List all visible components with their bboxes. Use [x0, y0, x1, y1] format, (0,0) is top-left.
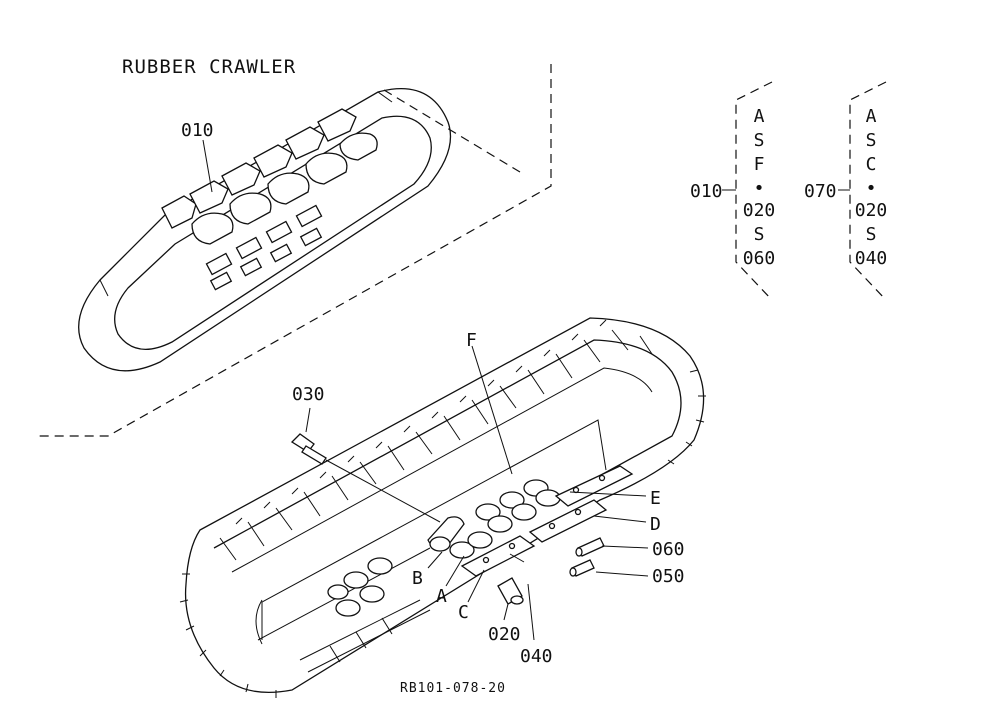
bracket-070-line: 020: [855, 200, 888, 221]
drawing-code: RB101-078-20: [400, 681, 506, 696]
bracket-010-line: A: [754, 106, 765, 127]
separator-line: [35, 64, 552, 437]
callout-d: D: [650, 514, 661, 535]
callout-060: 060: [652, 539, 685, 560]
bracket-070-line: 040: [855, 248, 888, 269]
bracket-070-line: A: [866, 106, 877, 127]
callout-040: 040: [520, 646, 553, 667]
bracket-010-line: S: [754, 224, 765, 245]
bracket-010-line: 020: [743, 200, 776, 221]
callout-010-rubber: 010: [181, 120, 214, 141]
bracket-010-line: 060: [743, 248, 776, 269]
rubber-crawler-illustration: [78, 88, 452, 372]
bracket-010-line: F: [754, 154, 765, 175]
bracket-010-label: 010: [690, 181, 723, 202]
rubber-crawler-title: RUBBER CRAWLER: [122, 56, 296, 78]
leader-lines: [305, 345, 649, 641]
bracket-010-line: S: [754, 130, 765, 151]
bracket-group-010: 010 A S F • 020 S 060: [690, 81, 776, 301]
callout-f: F: [466, 330, 477, 351]
bracket-group-070: 070 A S C • 020 S 040: [804, 81, 888, 301]
callout-b: B: [412, 568, 423, 589]
callout-e: E: [650, 488, 661, 509]
bracket-010-line: •: [754, 178, 765, 199]
callout-a: A: [436, 586, 447, 607]
bracket-070-line: •: [866, 178, 877, 199]
callout-020: 020: [488, 624, 521, 645]
steel-crawler-illustration: [179, 317, 706, 698]
bracket-070-line: C: [866, 154, 877, 175]
bracket-070-line: S: [866, 130, 877, 151]
callout-050: 050: [652, 566, 685, 587]
callout-c: C: [458, 602, 469, 623]
callout-030: 030: [292, 384, 325, 405]
bracket-070-label: 070: [804, 181, 837, 202]
bracket-070-line: S: [866, 224, 877, 245]
